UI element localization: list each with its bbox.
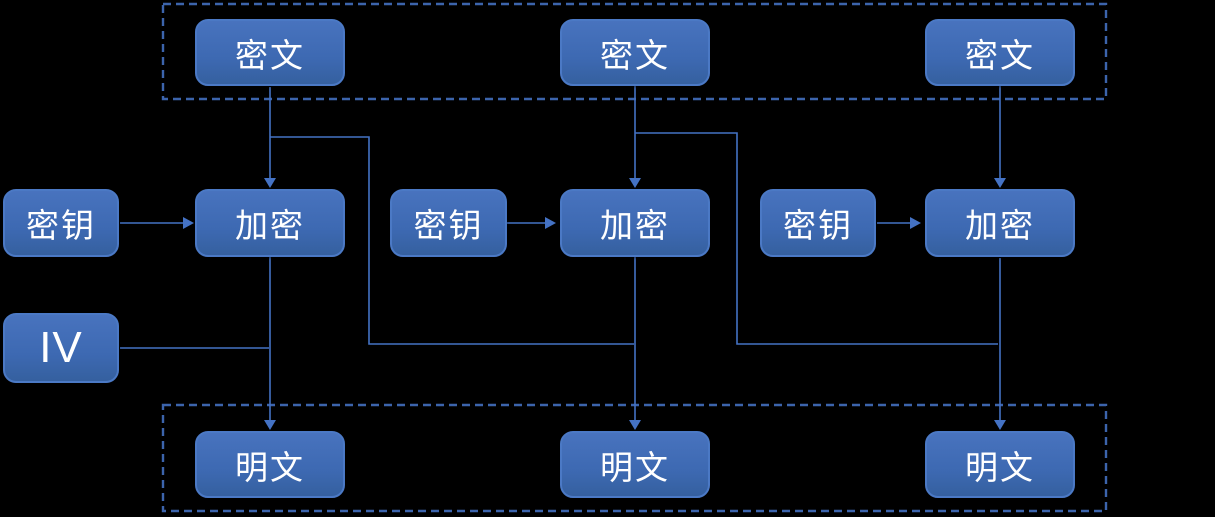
ciphertext-box-2: 密文 bbox=[560, 19, 710, 86]
ciphertext-label-3: 密文 bbox=[965, 36, 1035, 74]
ciphertext2-to-encrypt2-arrow bbox=[629, 86, 641, 188]
plaintext-box-1: 明文 bbox=[195, 431, 345, 498]
iv-box: IV bbox=[3, 313, 119, 383]
encrypt-box-2: 加密 bbox=[560, 189, 710, 257]
key3-to-encrypt3-arrow bbox=[877, 217, 921, 229]
key-label-1: 密钥 bbox=[26, 207, 96, 244]
plaintext-label-2: 明文 bbox=[600, 448, 670, 486]
key2-to-encrypt2-arrow bbox=[507, 217, 556, 229]
ciphertext-label-2: 密文 bbox=[600, 36, 670, 74]
plaintext-box-3: 明文 bbox=[925, 431, 1075, 498]
plaintext-label-1: 明文 bbox=[235, 448, 305, 486]
key-box-1: 密钥 bbox=[3, 189, 119, 257]
encrypt2-to-plaintext2-arrow bbox=[629, 257, 641, 430]
key-box-2: 密钥 bbox=[390, 189, 507, 257]
encrypt-label-2: 加密 bbox=[600, 207, 670, 244]
encrypt-box-3: 加密 bbox=[925, 189, 1075, 257]
ciphertext3-to-encrypt3-arrow bbox=[994, 86, 1006, 188]
iv-label: IV bbox=[39, 323, 83, 372]
encrypt3-to-plaintext3-arrow bbox=[994, 258, 1006, 430]
encrypt-label-3: 加密 bbox=[965, 207, 1035, 244]
key-label-2: 密钥 bbox=[413, 207, 484, 244]
ciphertext-box-3: 密文 bbox=[925, 19, 1075, 86]
ciphertext1-to-encrypt1-arrow bbox=[264, 87, 276, 188]
encrypt1-to-plaintext1-arrow bbox=[264, 257, 276, 430]
ciphertext2-feedforward-line bbox=[635, 132, 998, 345]
plaintext-box-2: 明文 bbox=[560, 431, 710, 498]
key1-to-encrypt1-arrow bbox=[120, 217, 194, 229]
key-box-3: 密钥 bbox=[760, 189, 876, 257]
encrypt-label-1: 加密 bbox=[235, 207, 305, 244]
ciphertext-label-1: 密文 bbox=[235, 36, 305, 74]
ciphertext1-feedforward-line bbox=[270, 136, 634, 345]
key-label-3: 密钥 bbox=[783, 207, 853, 244]
encrypt-box-1: 加密 bbox=[195, 189, 345, 257]
plaintext-label-3: 明文 bbox=[965, 448, 1035, 486]
ciphertext-box-1: 密文 bbox=[195, 19, 345, 86]
